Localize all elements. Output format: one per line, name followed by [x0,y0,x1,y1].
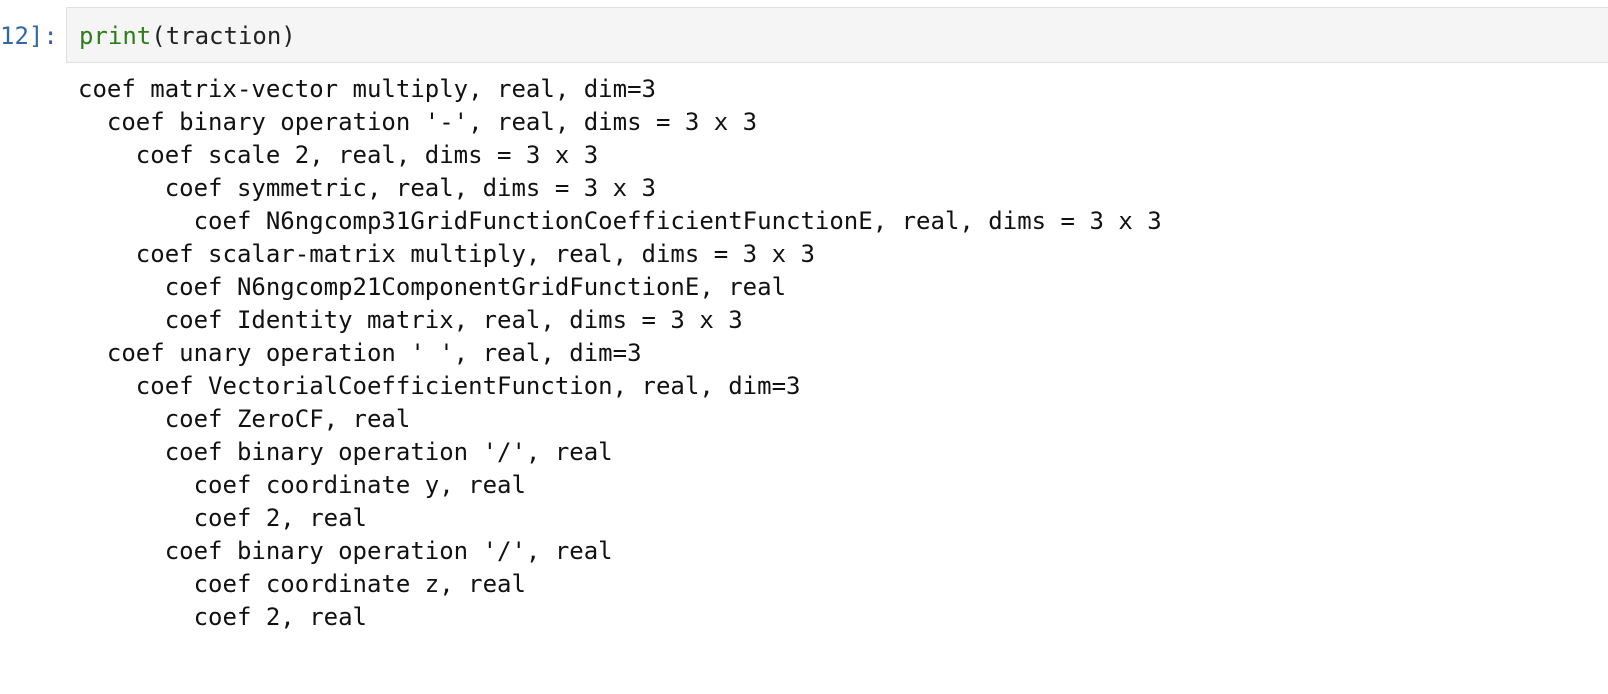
output-line: coef binary operation '/', real [78,438,613,466]
output-line: coef unary operation ' ', real, dim=3 [78,339,642,367]
output-line: coef 2, real [78,504,367,532]
code-builtin-print: print [79,22,152,50]
code-line: print(traction) [79,19,296,53]
output-line: coef 2, real [78,603,367,631]
output-line: coef N6ngcomp31GridFunctionCoefficientFu… [78,207,1162,235]
output-line: coef scale 2, real, dims = 3 x 3 [78,141,599,169]
output-line: coef Identity matrix, real, dims = 3 x 3 [78,306,743,334]
output-line: coef VectorialCoefficientFunction, real,… [78,372,801,400]
cell-output: coef matrix-vector multiply, real, dim=3… [78,73,1578,634]
output-line: coef matrix-vector multiply, real, dim=3 [78,75,656,103]
output-line: coef symmetric, real, dims = 3 x 3 [78,174,656,202]
output-line: coef N6ngcomp21ComponentGridFunctionE, r… [78,273,787,301]
output-line: coef coordinate z, real [78,570,526,598]
output-line: coef ZeroCF, real [78,405,411,433]
output-line: coef coordinate y, real [78,471,526,499]
output-line: coef binary operation '-', real, dims = … [78,108,758,136]
code-arguments: (traction) [151,22,296,50]
output-line: coef scalar-matrix multiply, real, dims … [78,240,815,268]
output-line: coef binary operation '/', real [78,537,613,565]
code-input-area[interactable]: print(traction) [66,7,1608,63]
input-prompt: 12]: [0,22,58,50]
